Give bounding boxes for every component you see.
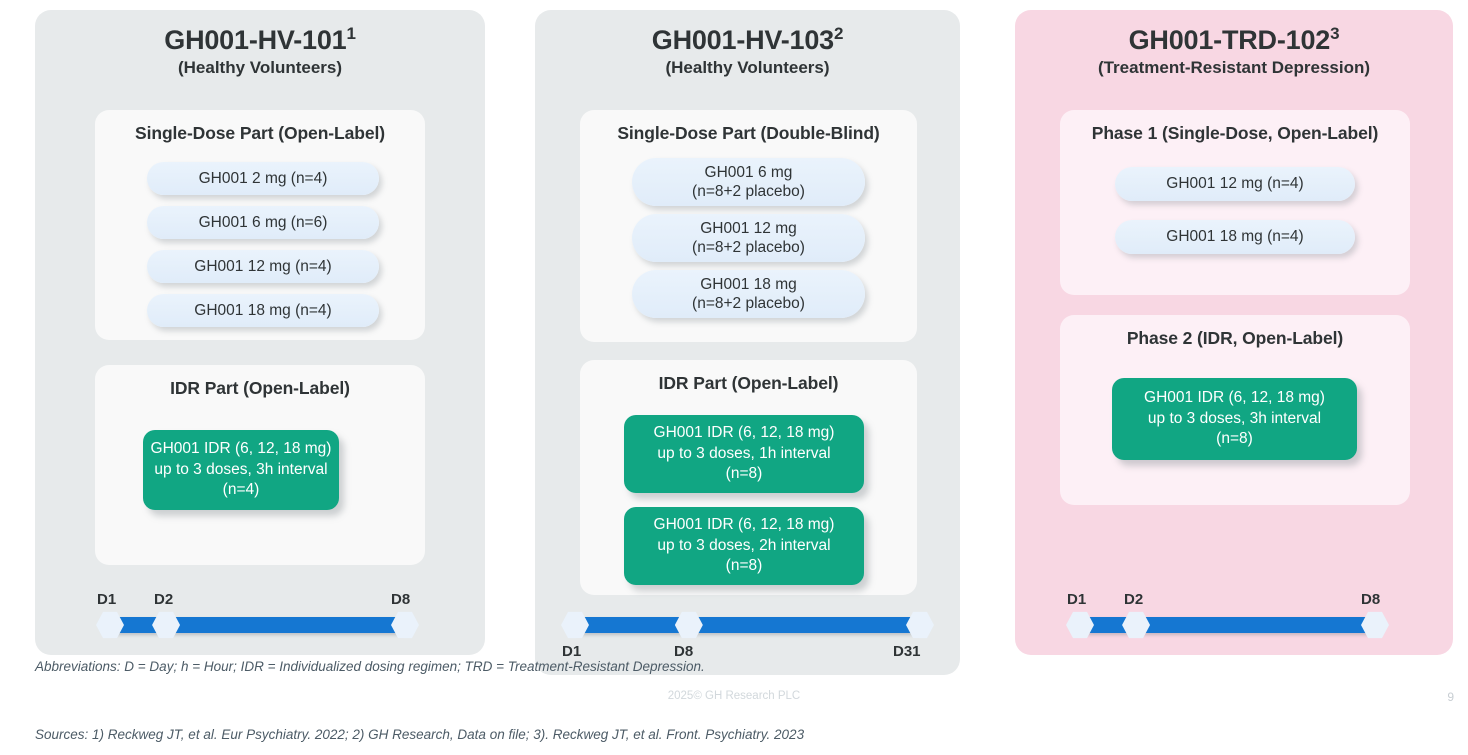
timeline-node[interactable] (906, 611, 934, 639)
dose-pill[interactable]: GH001 18 mg (n=8+2 placebo) (632, 270, 865, 318)
timeline-node[interactable] (1361, 611, 1389, 639)
study-timeline: D1 D2 D8 (96, 591, 419, 639)
idr-regimen-box[interactable]: GH001 IDR (6, 12, 18 mg) up to 3 doses, … (624, 507, 864, 585)
page-title: GH001-HV-1032 (651, 24, 844, 55)
study-columns: GH001-HV-1011 (Healthy Volunteers) Singl… (35, 10, 1453, 675)
timeline-label: D1 (97, 591, 117, 608)
study-panel-hv-103: GH001-HV-1032 (Healthy Volunteers) Singl… (535, 10, 960, 675)
timeline-node[interactable] (1066, 611, 1094, 639)
dose-pill[interactable]: GH001 6 mg (n=8+2 placebo) (632, 158, 865, 206)
idr-line: up to 3 doses, 3h interval (154, 460, 328, 478)
timeline-node[interactable] (152, 611, 181, 639)
idr-line: (n=8) (725, 465, 763, 483)
idr-line: up to 3 doses, 2h interval (657, 536, 831, 554)
timeline-label: D1 (1067, 591, 1087, 608)
idr-regimen-box[interactable]: GH001 IDR (6, 12, 18 mg) up to 3 doses, … (624, 415, 864, 493)
timeline-bar (110, 617, 405, 633)
card-idr-part: IDR Part (Open-Label) GH001 IDR (6, 12, … (95, 365, 425, 565)
page-title: GH001-TRD-1023 (1128, 24, 1340, 55)
title-superscript: 3 (1330, 24, 1340, 43)
card-title: Phase 1 (Single-Dose, Open-Label) (1091, 123, 1379, 143)
card-single-dose-part: Single-Dose Part (Double-Blind) GH001 6 … (580, 110, 917, 342)
study-panel-trd-102: GH001-TRD-1023 (Treatment-Resistant Depr… (1015, 10, 1453, 655)
timeline-label: D2 (1124, 591, 1144, 608)
timeline-node[interactable] (561, 611, 589, 639)
dose-pill[interactable]: GH001 18 mg (n=4) (147, 294, 379, 327)
timeline-node[interactable] (1122, 611, 1151, 639)
panel-subtitle: (Treatment-Resistant Depression) (1097, 58, 1371, 78)
study-timeline: D1 D8 D31 (561, 611, 934, 660)
card-phase-2: Phase 2 (IDR, Open-Label) GH001 IDR (6, … (1060, 315, 1410, 505)
panel-subtitle: (Healthy Volunteers) (665, 58, 830, 78)
idr-line: GH001 IDR (6, 12, 18 mg) (1144, 388, 1325, 406)
idr-line: (n=4) (222, 481, 260, 499)
card-title: Phase 2 (IDR, Open-Label) (1126, 328, 1344, 348)
timeline-label: D8 (674, 643, 694, 660)
card-title: IDR Part (Open-Label) (170, 378, 350, 398)
abbreviations-note: Abbreviations: D = Day; h = Hour; IDR = … (35, 659, 705, 674)
timeline-label: D8 (1361, 591, 1381, 608)
panel-subtitle: (Healthy Volunteers) (177, 58, 343, 78)
title-superscript: 2 (833, 24, 844, 43)
timeline-bar (1080, 617, 1375, 633)
timeline-node[interactable] (674, 611, 703, 639)
timeline-label: D2 (154, 591, 174, 608)
timeline-label: D1 (562, 643, 582, 660)
dose-pill[interactable]: GH001 18 mg (n=4) (1115, 220, 1355, 254)
dose-pill[interactable]: GH001 6 mg (n=6) (147, 206, 379, 239)
dose-pill[interactable]: GH001 12 mg (n=4) (147, 250, 379, 283)
card-idr-part: IDR Part (Open-Label) GH001 IDR (6, 12, … (580, 360, 917, 595)
sources-note: Sources: 1) Reckweg JT, et al. Eur Psych… (35, 727, 805, 742)
panel-header: GH001-HV-1032 (Healthy Volunteers) (535, 10, 960, 78)
card-phase-1: Phase 1 (Single-Dose, Open-Label) GH001 … (1060, 110, 1410, 295)
study-panel-hv-101: GH001-HV-1011 (Healthy Volunteers) Singl… (35, 10, 485, 655)
idr-line: up to 3 doses, 1h interval (657, 444, 831, 462)
idr-line: up to 3 doses, 3h interval (1147, 409, 1322, 427)
timeline-node[interactable] (391, 611, 419, 639)
card-title: IDR Part (Open-Label) (658, 373, 839, 393)
card-single-dose-part: Single-Dose Part (Open-Label) GH001 2 mg… (95, 110, 425, 340)
idr-line: GH001 IDR (6, 12, 18 mg) (150, 439, 332, 457)
copyright-note: 2025© GH Research PLC (667, 690, 801, 702)
timeline-label: D31 (893, 643, 921, 660)
idr-line: GH001 IDR (6, 12, 18 mg) (653, 515, 835, 533)
page-title: GH001-HV-1011 (164, 24, 356, 55)
timeline-node[interactable] (96, 611, 124, 639)
idr-line: GH001 IDR (6, 12, 18 mg) (653, 423, 835, 441)
timeline-label: D8 (391, 591, 411, 608)
card-title: Single-Dose Part (Double-Blind) (617, 123, 880, 143)
panel-header: GH001-TRD-1023 (Treatment-Resistant Depr… (1015, 10, 1453, 78)
idr-line: (n=8) (725, 557, 763, 575)
timeline-bar (575, 617, 920, 633)
page-number: 9 (1447, 690, 1454, 704)
idr-regimen-box[interactable]: GH001 IDR (6, 12, 18 mg) up to 3 doses, … (1112, 378, 1357, 460)
dose-pill[interactable]: GH001 12 mg (n=4) (1115, 167, 1355, 201)
dose-pill[interactable]: GH001 12 mg (n=8+2 placebo) (632, 214, 865, 262)
study-timeline: D1 D2 D8 (1066, 591, 1389, 639)
dose-pill[interactable]: GH001 2 mg (n=4) (147, 162, 379, 195)
idr-regimen-box[interactable]: GH001 IDR (6, 12, 18 mg) up to 3 doses, … (143, 430, 339, 510)
title-superscript: 1 (346, 24, 356, 43)
panel-header: GH001-HV-1011 (Healthy Volunteers) (35, 10, 485, 78)
card-title: Single-Dose Part (Open-Label) (135, 123, 385, 143)
idr-line: (n=8) (1216, 430, 1253, 448)
